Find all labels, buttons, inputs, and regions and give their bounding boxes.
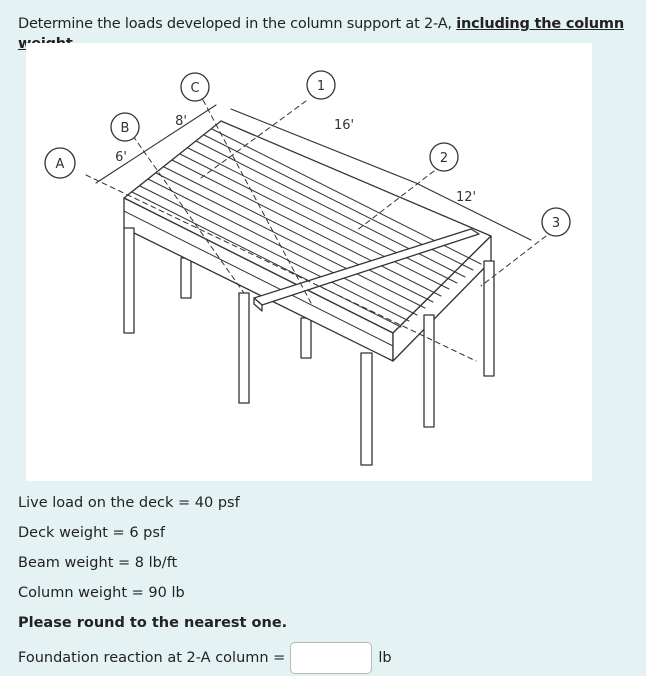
dimension-lines [95,104,532,241]
live-load: Live load on the deck = 40 psf [18,495,240,511]
given-loads: Live load on the deck = 40 psf Deck weig… [18,493,287,643]
answer-label: Foundation reaction at 2-A column = [18,650,286,666]
answer-unit: lb [378,650,392,666]
grid-bubbles [44,70,571,237]
grid-label-c: C [190,81,199,96]
dimension-12: 16' [334,118,354,133]
gridlines [85,99,547,362]
grid-label-a: A [56,157,65,172]
beam-ends [253,228,480,312]
foundation-reaction-input[interactable] [290,642,373,674]
grid-bubble-a [44,147,76,179]
grid-bubble-c [180,72,210,102]
beam-weight: Beam weight = 8 lb/ft [18,555,178,571]
dimension-bc: 8' [175,114,187,129]
grid-bubble-2 [429,142,459,172]
answer-row: Foundation reaction at 2-A column = lb [18,640,392,676]
grid-label-1: 1 [317,79,325,94]
grid-bubble-1 [306,70,336,100]
dimension-23: 12' [456,190,476,205]
grid-label-2: 2 [440,151,448,166]
rounding-note: Please round to the nearest one. [18,615,288,631]
framing-sketch: A B C 1 2 3 6' 8' 16' 12' [44,70,571,466]
deck-weight: Deck weight = 6 psf [18,525,166,541]
dimension-ab: 6' [115,150,127,165]
grid-label-b: B [121,121,130,136]
deck [123,120,492,362]
deck-framing-figure: A B C 1 2 3 6' 8' 16' 12' [26,43,592,481]
column-weight: Column weight = 90 lb [18,585,185,601]
grid-bubble-3 [541,207,571,237]
grid-bubble-b [110,112,140,142]
grid-label-3: 3 [552,216,560,231]
question-prefix: Determine the loads developed in the col… [18,16,457,32]
